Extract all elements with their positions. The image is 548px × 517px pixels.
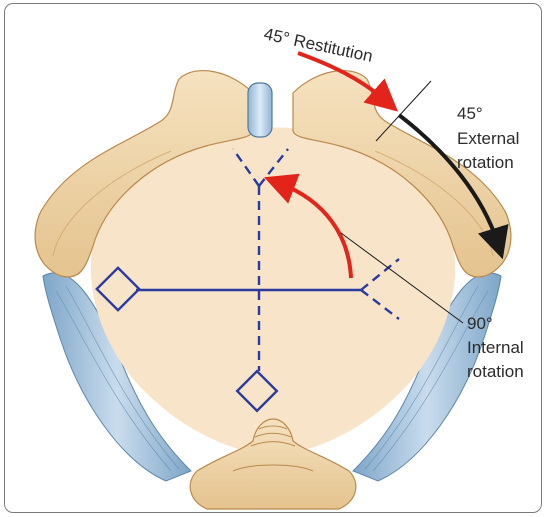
external-rotation-label-2: rotation <box>457 153 514 172</box>
internal-rotation-label-1: Internal <box>467 338 524 357</box>
pelvis-rotation-diagram: 45° Restitution 45° External rotation 90… <box>5 4 542 513</box>
pelvic-inlet <box>91 128 455 457</box>
figure-frame: 45° Restitution 45° External rotation 90… <box>4 3 542 513</box>
external-rotation-label-1: External <box>457 129 519 148</box>
internal-rotation-label-2: rotation <box>467 362 524 381</box>
internal-degree-label: 90° <box>467 314 493 333</box>
external-degree-label: 45° <box>457 104 483 123</box>
pubic-symphysis <box>248 83 272 137</box>
